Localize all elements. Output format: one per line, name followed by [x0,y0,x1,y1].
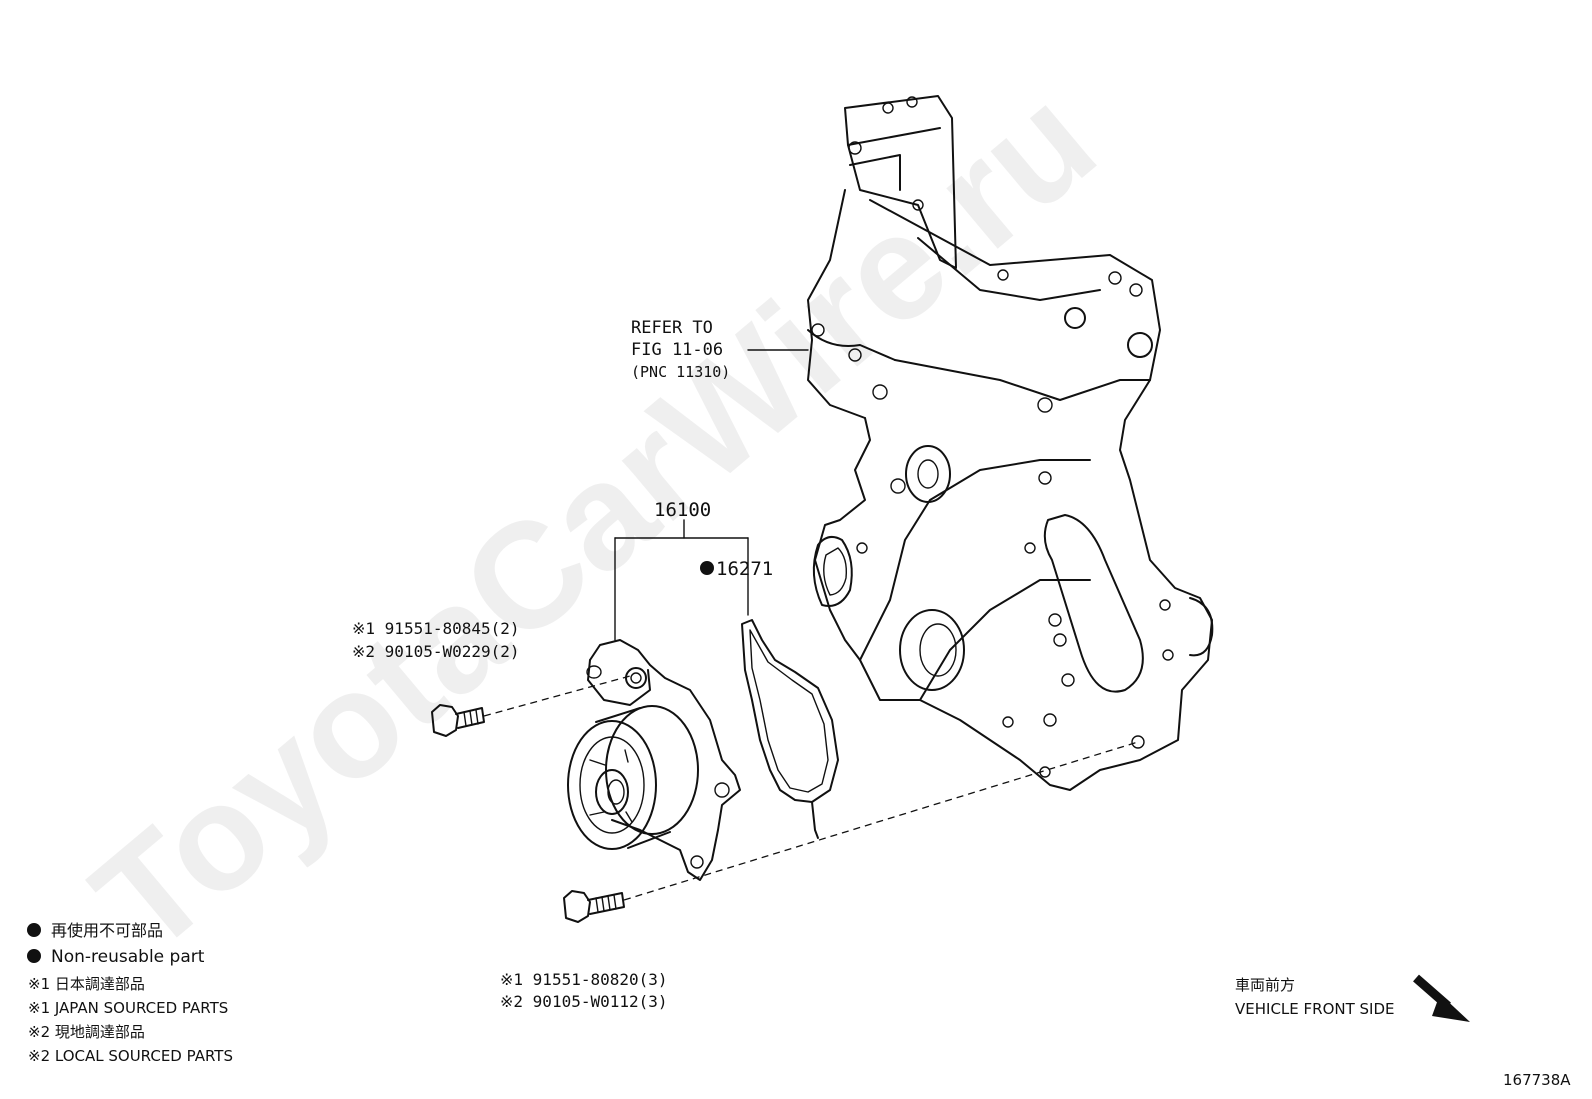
watermark: ToyotaCarWire.ru [63,55,1126,985]
nonreusable-marker-gasket [700,561,714,575]
callout-upper-bolt-local: ※2 90105-W0229(2) [352,642,520,661]
legend-bullet-jp [27,923,41,937]
upper-bolt-alignment-line [483,675,631,717]
legend-japan-jp: ※1 日本調達部品 [28,975,145,993]
refer-note-line2: FIG 11-06 [631,340,723,360]
legend-nonreusable-en: Non-reusable part [51,947,205,967]
refer-note-line1: REFER TO [631,318,713,338]
legend-local-jp: ※2 現地調達部品 [28,1023,145,1041]
callout-lower-bolt-local: ※2 90105-W0112(3) [500,992,668,1011]
legend-local-en: ※2 LOCAL SOURCED PARTS [28,1047,233,1065]
callout-upper-bolt-japan: ※1 91551-80845(2) [352,619,520,638]
legend-nonreusable-jp: 再使用不可部品 [51,921,163,940]
figure-id: 167738A [1503,1071,1571,1089]
callout-water-pump: 16100 [654,499,711,521]
vehicle-front-jp: 車両前方 [1235,976,1295,994]
lower-bolt-alignment-line [623,741,1139,901]
upper-bolt-illustration [431,704,485,737]
vehicle-front-en: VEHICLE FRONT SIDE [1235,1000,1395,1018]
water-pump-illustration [567,639,741,881]
legend-japan-en: ※1 JAPAN SOURCED PARTS [28,999,228,1017]
timing-chain-cover-illustration [807,95,1214,791]
vehicle-front-indicator: 車両前方 VEHICLE FRONT SIDE [1235,974,1470,1022]
legend-bullet-en [27,949,41,963]
water-pump-bracket-leader [614,519,749,641]
front-arrow-icon [1413,974,1470,1022]
legend: 再使用不可部品 Non-reusable part ※1 日本調達部品 ※1 J… [27,921,233,1065]
gasket-illustration [741,619,839,839]
callout-lower-bolt-japan: ※1 91551-80820(3) [500,970,668,989]
refer-note-line3: (PNC 11310) [631,363,730,381]
lower-bolt-illustration [563,890,625,923]
callout-gasket: 16271 [716,558,773,580]
